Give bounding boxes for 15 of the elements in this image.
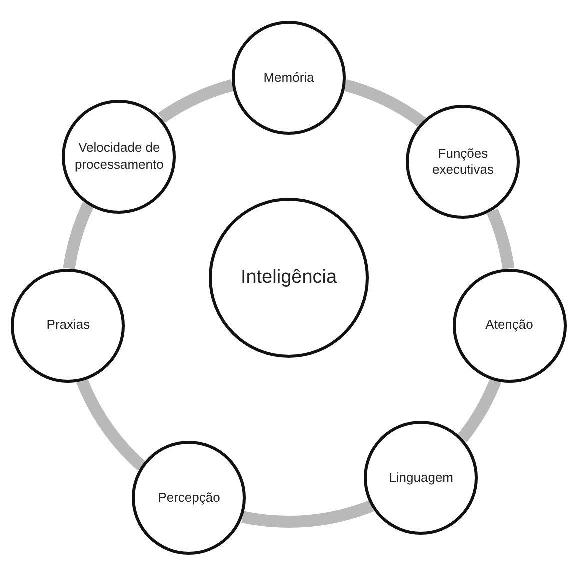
connector-arc bbox=[344, 80, 426, 128]
connector-arc bbox=[457, 378, 502, 442]
connector-arc bbox=[242, 500, 374, 528]
concept-label: Memória bbox=[262, 70, 316, 86]
concept-label: Percepção bbox=[157, 490, 222, 507]
concept-label: Inteligência bbox=[240, 266, 338, 290]
concept-label: Funções executivas bbox=[432, 146, 495, 180]
connector-arc bbox=[158, 80, 234, 124]
concept-label: Velocidade de processamento bbox=[74, 140, 165, 174]
concept-label: Praxias bbox=[46, 317, 92, 334]
concept-label: Atenção bbox=[484, 317, 534, 334]
connector-arc bbox=[486, 208, 515, 270]
connector-arc bbox=[63, 202, 94, 270]
connector-arc bbox=[76, 378, 146, 471]
concept-label: Linguagem bbox=[388, 470, 455, 487]
